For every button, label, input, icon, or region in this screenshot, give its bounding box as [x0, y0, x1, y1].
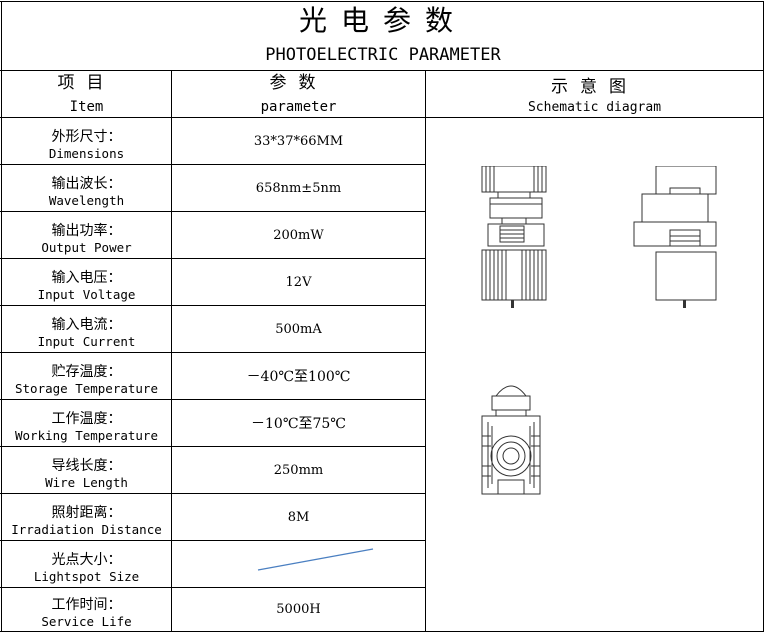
border-top [0, 1, 764, 2]
table-row-label: 输入电流： Input Current [2, 316, 171, 350]
row-label-cn: 光点大小： [51, 552, 122, 568]
header-parameter-en: parameter [260, 99, 337, 115]
row-label-en: Lightspot Size [33, 569, 140, 584]
header-parameter-cn: 参数 [269, 73, 328, 93]
col-divider-2 [425, 70, 426, 631]
row-label-cn: 输入电压： [51, 270, 122, 286]
row-value: －10℃至75℃ [251, 416, 346, 432]
title-divider [0, 70, 764, 71]
header-schematic-cn: 示意图 [551, 77, 638, 97]
table-row-label: 光点大小： Lightspot Size [2, 551, 171, 585]
header-parameter: 参数 parameter [172, 72, 425, 116]
row-value: －40℃至100℃ [246, 369, 351, 385]
row-value: 658nm±5nm [255, 181, 342, 196]
row-label-en: Wire Length [45, 475, 128, 490]
row-label-cn: 贮存温度： [51, 364, 122, 380]
table-row-label: 输出波长： Wavelength [2, 175, 171, 209]
row-divider [0, 211, 426, 212]
row-label-en: Storage Temperature [15, 381, 158, 396]
row-value: 5000H [276, 602, 321, 617]
row-label-cn: 输出波长： [51, 176, 122, 192]
row-divider [0, 587, 426, 588]
row-label-en: Wavelength [48, 193, 125, 208]
header-schematic: 示意图 Schematic diagram [426, 76, 763, 116]
row-label-cn: 导线长度： [51, 458, 122, 474]
row-label-en: Output Power [41, 240, 132, 255]
row-value: 33*37*66MM [253, 134, 344, 149]
table-row-label: 输入电压： Input Voltage [2, 269, 171, 303]
page-title-cn: 光电参数 [298, 4, 467, 37]
row-value: 200mW [273, 228, 324, 243]
row-label-cn: 输入电流： [51, 317, 122, 333]
row-divider [0, 446, 426, 447]
row-label-cn: 工作温度： [51, 411, 122, 427]
row-divider [0, 352, 426, 353]
row-divider [0, 164, 426, 165]
row-label-en: Input Voltage [37, 287, 136, 302]
header-schematic-en: Schematic diagram [527, 100, 662, 115]
row-label-en: Irradiation Distance [11, 522, 162, 537]
header-item-en: Item [69, 99, 104, 115]
row-label-cn: 外形尺寸： [51, 129, 122, 145]
laser-module-front-drawing-icon [481, 166, 547, 308]
row-value: 250mm [273, 463, 324, 478]
table-row-label: 工作温度： Working Temperature [2, 410, 171, 444]
border-left [1, 1, 2, 631]
table-row-label: 外形尺寸： Dimensions [2, 128, 171, 162]
header-item: 项目 Item [2, 72, 171, 116]
row-value: 8M [287, 510, 310, 525]
lightspot-line-icon [257, 548, 374, 571]
table-row-label: 输出功率： Output Power [2, 222, 171, 256]
border-right [763, 1, 764, 631]
row-label-en: Service Life [41, 614, 132, 629]
row-label-en: Input Current [37, 334, 136, 349]
row-label-cn: 工作时间： [51, 597, 122, 613]
laser-module-end-drawing-icon [481, 385, 541, 495]
table-row-label: 照射距离： Irradiation Distance [2, 504, 171, 538]
table-row-label: 工作时间： Service Life [2, 596, 171, 630]
row-label-en: Dimensions [48, 146, 125, 161]
row-divider [0, 305, 426, 306]
col-divider-1 [171, 70, 172, 631]
row-value: 500mA [275, 322, 322, 337]
row-label-cn: 输出功率： [51, 223, 122, 239]
table-row-label: 贮存温度： Storage Temperature [2, 363, 171, 397]
table-row-label: 导线长度： Wire Length [2, 457, 171, 491]
border-bottom [0, 631, 764, 632]
row-divider [0, 399, 426, 400]
row-label-cn: 照射距离： [51, 505, 122, 521]
row-label-en: Working Temperature [15, 428, 158, 443]
row-divider [0, 493, 426, 494]
row-value: 12V [285, 275, 312, 290]
laser-module-side-drawing-icon [633, 166, 717, 308]
row-divider [0, 258, 426, 259]
header-item-cn: 项目 [57, 73, 116, 93]
row-divider [0, 540, 426, 541]
header-divider [0, 117, 764, 118]
page-title-en: PHOTOELECTRIC PARAMETER [265, 45, 501, 65]
